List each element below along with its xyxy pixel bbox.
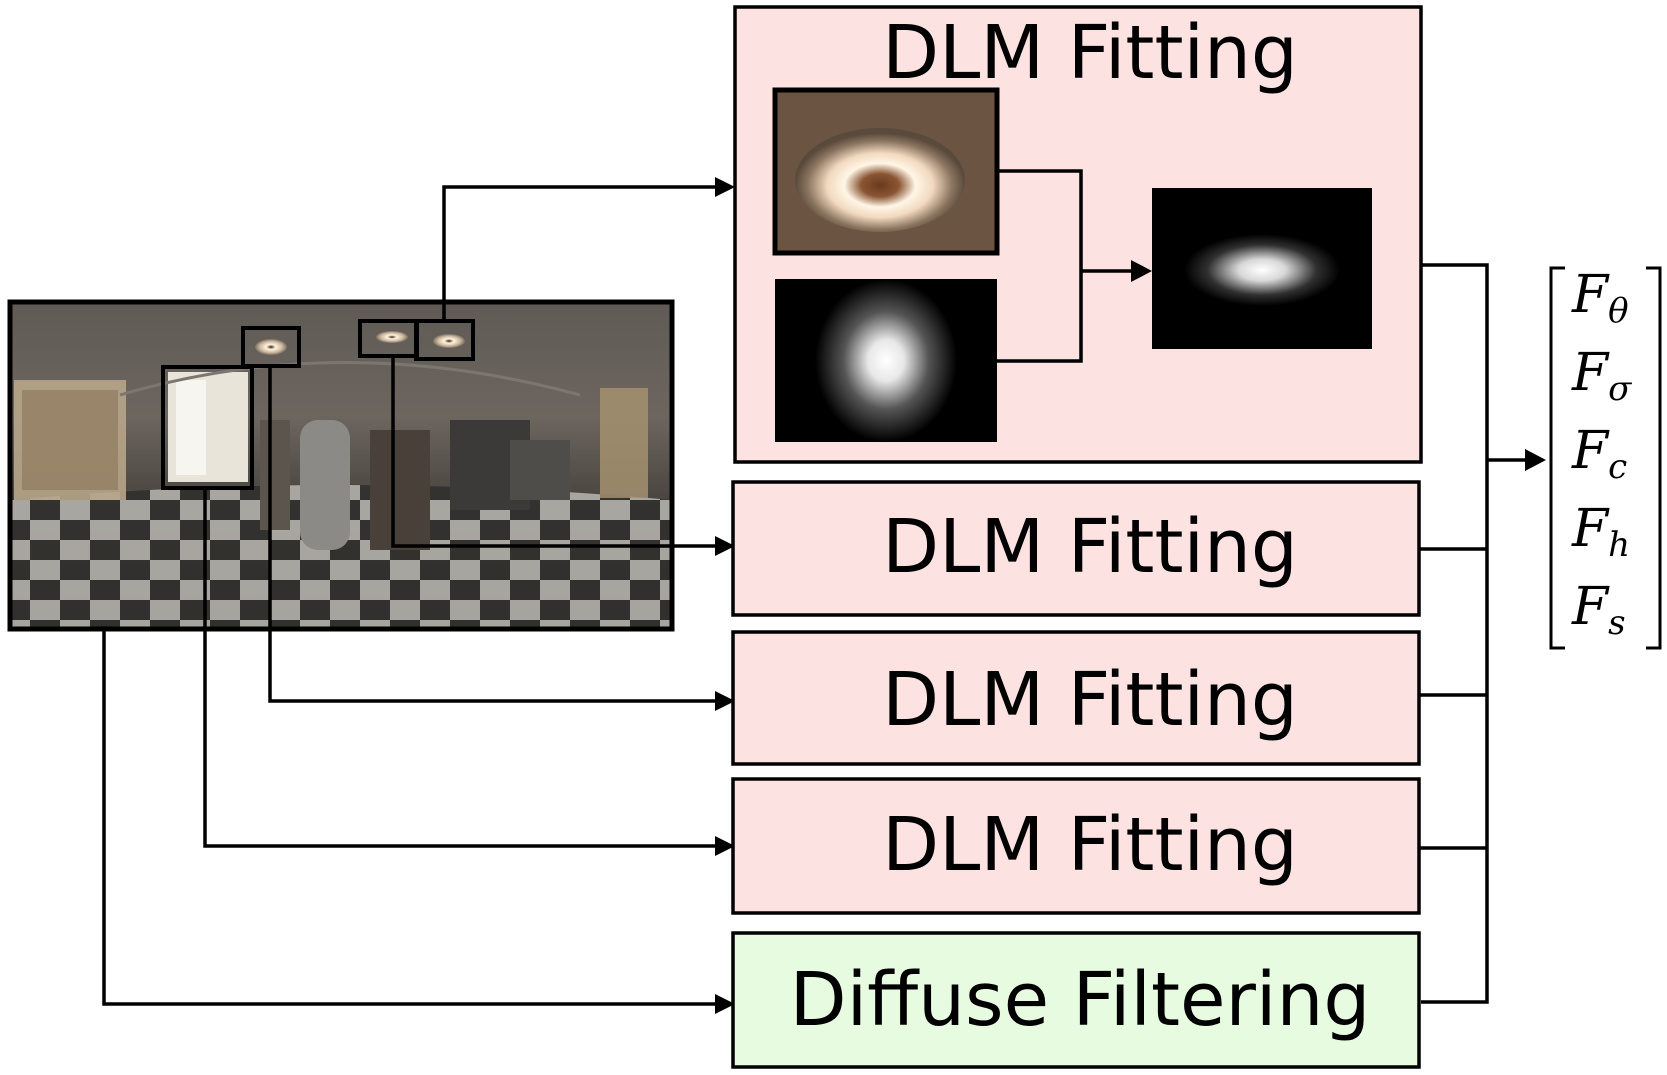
light-patch-image — [772, 87, 1000, 256]
detail-merge-arrowhead — [1131, 260, 1152, 282]
dlm-box-2: DLM Fitting — [731, 630, 1421, 766]
fitted-light-image — [1152, 188, 1372, 349]
input-arrowheads — [715, 177, 735, 1014]
left-bracket — [1549, 266, 1565, 650]
output-f-h: Fh — [1571, 499, 1630, 565]
dlm-box-1: DLM Fitting — [731, 480, 1421, 617]
dlm-box-3-label: DLM Fitting — [882, 802, 1298, 888]
dlm-box-3: DLM Fitting — [731, 777, 1421, 915]
output-f-s: Fs — [1571, 577, 1626, 643]
right-bracket — [1646, 266, 1662, 650]
diffuse-filtering-label: Diffuse Filtering — [790, 957, 1371, 1043]
window-selection-box — [161, 365, 254, 490]
detail-merge-connectors — [997, 169, 1135, 363]
input-connectors — [102, 185, 720, 1006]
output-connectors — [1419, 263, 1527, 1004]
diffuse-filtering-box: Diffuse Filtering — [731, 931, 1421, 1069]
dlm-detail-title: DLM Fitting — [882, 10, 1298, 96]
gaussian-blob-image — [775, 279, 997, 442]
panorama-image — [7, 299, 675, 632]
output-arrowhead — [1525, 449, 1546, 471]
dlm-box-1-label: DLM Fitting — [882, 504, 1298, 590]
output-vector: Fθ Fσ Fc Fh Fs — [1549, 265, 1662, 650]
output-f-c: Fc — [1571, 421, 1627, 487]
output-f-theta: Fθ — [1571, 265, 1629, 331]
dlm-detail-box: DLM Fitting — [733, 5, 1423, 464]
output-f-sigma: Fσ — [1571, 343, 1632, 409]
dlm-box-2-label: DLM Fitting — [882, 657, 1298, 743]
